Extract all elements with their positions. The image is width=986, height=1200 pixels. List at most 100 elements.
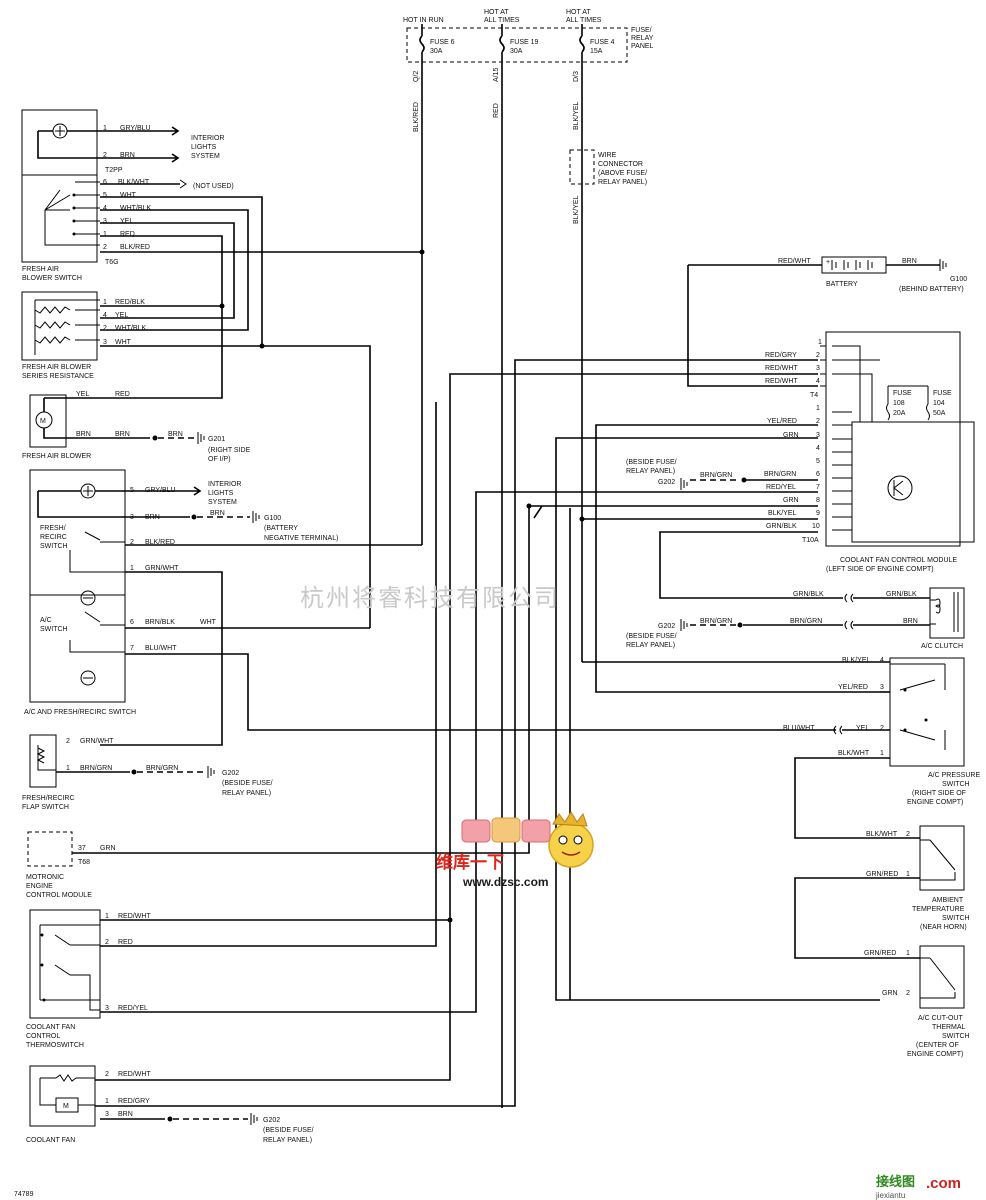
watermark: 杭州将睿科技有限公司 bbox=[300, 585, 560, 612]
svg-text:5: 5 bbox=[103, 192, 107, 199]
svg-text:FUSE 19: FUSE 19 bbox=[510, 39, 539, 46]
svg-text:BLK/RED: BLK/RED bbox=[120, 244, 150, 251]
svg-text:T6G: T6G bbox=[105, 259, 119, 266]
ac-cutout-thermal-switch: 1 GRN/RED 2 GRN A/C CUT-OUT THERMAL SWIT… bbox=[864, 945, 970, 1058]
svg-text:BRN: BRN bbox=[120, 152, 135, 159]
svg-text:GRN/BLK: GRN/BLK bbox=[766, 523, 797, 530]
svg-text:RED/YEL: RED/YEL bbox=[766, 484, 796, 491]
svg-text:(LEFT SIDE OF ENGINE COMPT): (LEFT SIDE OF ENGINE COMPT) bbox=[826, 566, 934, 573]
svg-text:2: 2 bbox=[103, 325, 107, 332]
svg-text:GRN/RED: GRN/RED bbox=[864, 950, 896, 957]
svg-text:2: 2 bbox=[816, 418, 820, 425]
svg-text:1: 1 bbox=[130, 565, 134, 572]
figure-number: 74789 bbox=[14, 1191, 34, 1198]
svg-text:RED/GRY: RED/GRY bbox=[765, 352, 797, 359]
svg-text:1: 1 bbox=[816, 405, 820, 412]
brand-logo: 维库一下 www.dzsc.com bbox=[436, 811, 594, 889]
svg-text:BRN: BRN bbox=[210, 510, 225, 517]
svg-text:www.dzsc.com: www.dzsc.com bbox=[462, 875, 549, 889]
svg-text:BLU/WHT: BLU/WHT bbox=[145, 645, 177, 652]
svg-text:GRY/BLU: GRY/BLU bbox=[120, 125, 151, 132]
svg-text:接线图: 接线图 bbox=[876, 1174, 915, 1189]
svg-text:RELAY PANEL): RELAY PANEL) bbox=[598, 179, 647, 186]
svg-text:(RIGHT SIDE OF: (RIGHT SIDE OF bbox=[912, 790, 966, 797]
fuse-relay-panel: HOT IN RUN HOT AT ALL TIMES HOT AT ALL T… bbox=[403, 9, 654, 1108]
svg-text:CONTROL MODULE: CONTROL MODULE bbox=[26, 892, 92, 899]
svg-text:A/C AND FRESH/RECIRC SWITCH: A/C AND FRESH/RECIRC SWITCH bbox=[24, 709, 136, 716]
svg-text:1: 1 bbox=[105, 1098, 109, 1105]
svg-text:BLK/WHT: BLK/WHT bbox=[118, 179, 150, 186]
svg-text:G100: G100 bbox=[264, 515, 281, 522]
svg-text:BLU/WHT: BLU/WHT bbox=[783, 725, 815, 732]
svg-text:6: 6 bbox=[130, 619, 134, 626]
svg-text:MOTRONIC: MOTRONIC bbox=[26, 874, 64, 881]
svg-text:2: 2 bbox=[880, 725, 884, 732]
svg-text:4: 4 bbox=[816, 378, 820, 385]
svg-text:RELAY PANEL): RELAY PANEL) bbox=[222, 790, 271, 797]
svg-text:3: 3 bbox=[816, 365, 820, 372]
svg-text:50A: 50A bbox=[933, 410, 946, 417]
svg-text:COOLANT FAN: COOLANT FAN bbox=[26, 1024, 75, 1031]
svg-text:BRN: BRN bbox=[76, 431, 91, 438]
svg-text:RED: RED bbox=[118, 939, 133, 946]
svg-text:G202: G202 bbox=[263, 1117, 280, 1124]
svg-text:T4: T4 bbox=[810, 392, 818, 399]
svg-text:1: 1 bbox=[880, 750, 884, 757]
fresh-air-blower: M YEL RED BRN BRN BRN G201 (RIGHT SIDE O… bbox=[22, 391, 251, 463]
svg-text:RED/WHT: RED/WHT bbox=[118, 1071, 151, 1078]
svg-text:(CENTER OF: (CENTER OF bbox=[916, 1042, 959, 1049]
svg-text:GRN/BLK: GRN/BLK bbox=[793, 591, 824, 598]
coolant-fan: M 2 RED/WHT 1 RED/GRY 3 BRN G202 (BESIDE… bbox=[26, 1065, 314, 1144]
svg-text:GRN: GRN bbox=[882, 990, 898, 997]
svg-text:GRN: GRN bbox=[783, 432, 799, 439]
svg-text:BRN/GRN: BRN/GRN bbox=[700, 472, 732, 479]
svg-text:ENGINE: ENGINE bbox=[26, 883, 53, 890]
svg-text:RELAY PANEL): RELAY PANEL) bbox=[626, 468, 675, 475]
svg-text:FUSE/: FUSE/ bbox=[631, 27, 652, 34]
svg-text:GRN: GRN bbox=[783, 497, 799, 504]
svg-text:WHT: WHT bbox=[200, 619, 217, 626]
svg-text:INTERIOR: INTERIOR bbox=[208, 481, 241, 488]
svg-text:RELAY PANEL): RELAY PANEL) bbox=[626, 642, 675, 649]
svg-text:2: 2 bbox=[906, 990, 910, 997]
svg-text:BRN/GRN: BRN/GRN bbox=[80, 765, 112, 772]
svg-text:(BATTERY: (BATTERY bbox=[264, 525, 298, 532]
svg-text:5: 5 bbox=[816, 458, 820, 465]
svg-text:LIGHTS: LIGHTS bbox=[208, 490, 234, 497]
svg-text:ENGINE COMPT): ENGINE COMPT) bbox=[907, 1051, 963, 1058]
svg-text:OF I/P): OF I/P) bbox=[208, 456, 231, 463]
svg-text:A/C CUT-OUT: A/C CUT-OUT bbox=[918, 1015, 963, 1022]
svg-text:BRN/GRN: BRN/GRN bbox=[700, 618, 732, 625]
svg-text:1: 1 bbox=[103, 125, 107, 132]
svg-text:BLK/YEL: BLK/YEL bbox=[573, 101, 580, 130]
svg-text:BLK/WHT: BLK/WHT bbox=[866, 831, 898, 838]
svg-text:RED/WHT: RED/WHT bbox=[118, 913, 151, 920]
svg-text:D/3: D/3 bbox=[573, 71, 580, 82]
svg-text:TEMPERATURE: TEMPERATURE bbox=[912, 906, 965, 913]
svg-text:FUSE 6: FUSE 6 bbox=[430, 39, 455, 46]
svg-text:6: 6 bbox=[816, 471, 820, 478]
svg-text:9: 9 bbox=[816, 510, 820, 517]
svg-text:7: 7 bbox=[130, 645, 134, 652]
svg-text:SERIES RESISTANCE: SERIES RESISTANCE bbox=[22, 373, 94, 380]
svg-text:YEL: YEL bbox=[115, 312, 128, 319]
svg-text:8: 8 bbox=[816, 497, 820, 504]
svg-text:BRN/GRN: BRN/GRN bbox=[146, 765, 178, 772]
svg-text:HOT AT: HOT AT bbox=[566, 9, 591, 16]
svg-text:(BEHIND BATTERY): (BEHIND BATTERY) bbox=[899, 286, 964, 293]
svg-text:3: 3 bbox=[103, 339, 107, 346]
svg-text:FRESH/RECIRC: FRESH/RECIRC bbox=[22, 795, 75, 802]
svg-text:G201: G201 bbox=[208, 436, 225, 443]
svg-text:SYSTEM: SYSTEM bbox=[191, 153, 220, 160]
svg-text:(NOT USED): (NOT USED) bbox=[193, 183, 234, 190]
svg-text:2: 2 bbox=[105, 1071, 109, 1078]
svg-text:T10A: T10A bbox=[802, 537, 819, 544]
svg-text:WHT/BLK: WHT/BLK bbox=[115, 325, 146, 332]
svg-text:YEL/RED: YEL/RED bbox=[767, 418, 797, 425]
fresh-air-blower-switch: 1 GRY/BLU 2 BRN T2PP 6 BLK/WHT 5 WHT 4 W… bbox=[21, 109, 234, 282]
svg-text:RED: RED bbox=[120, 231, 135, 238]
svg-text:20A: 20A bbox=[893, 410, 906, 417]
svg-text:ENGINE COMPT): ENGINE COMPT) bbox=[907, 799, 963, 806]
svg-text:15A: 15A bbox=[590, 48, 603, 55]
